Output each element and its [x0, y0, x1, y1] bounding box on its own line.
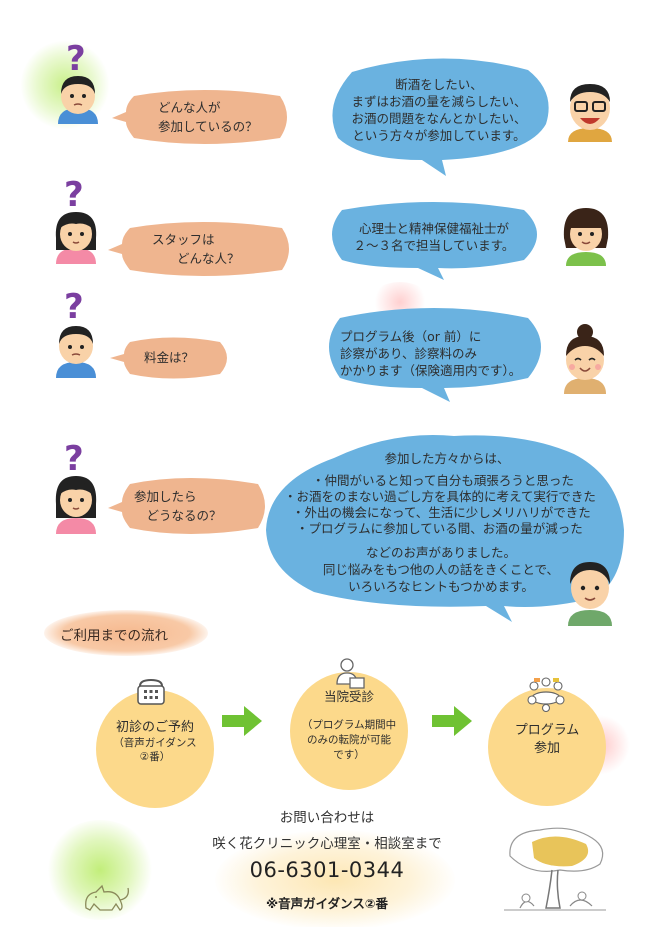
reception-icon [336, 658, 365, 689]
step-sub-1: （音声ガイダンス ②番） [113, 737, 197, 763]
step-label-1: 初診のご予約 [115, 720, 194, 735]
question-text-3: 料金は？ [144, 350, 195, 365]
contact-note: ※音声ガイダンス②番 [266, 896, 388, 911]
flow-section-title: ご利用までの流れ [44, 610, 208, 656]
question-mark-icon: ? [64, 287, 84, 327]
answer-bubble-1: 断酒をしたい、 まずはお酒の量を減らしたい、 お酒の問題をなんとかしたい、 とい… [322, 56, 556, 177]
step-sub-2: （プログラム期間中 のみの転院が可能 です） [301, 719, 397, 761]
question-bubble-3: 料金は？ [110, 336, 230, 380]
step-circle-2 [290, 672, 408, 790]
answer-bubble-3: プログラム後（or 前）に 診察があり、診察料のみ かかります（保険適用内です）… [314, 306, 554, 402]
answer-item: ・プログラムに参加している間、お酒の量が減った [296, 521, 583, 536]
question-bubble-4: 参加したら どうなるの？ [108, 476, 268, 536]
man-glasses-avatar [568, 84, 612, 142]
answer-text-2: 心理士と精神保健福祉士が ２～３名で担当しています。 [353, 221, 515, 253]
girl-avatar-2 [55, 476, 97, 534]
step-circle-1 [96, 690, 214, 808]
answer-item: ・仲間がいると知って自分も頑張ろうと思った [312, 473, 574, 488]
answer-text-3: プログラム後（or 前）に 診察があり、診察料のみ かかります（保険適用内です）… [340, 329, 522, 378]
boy-avatar-2 [56, 326, 96, 378]
answer-item: ・外出の機会になって、生活に少しメリハリができた [292, 505, 591, 520]
question-bubble-1: どんな人が 参加しているの？ [112, 88, 290, 146]
question-text-4: 参加したら どうなるの？ [134, 489, 222, 523]
contact-clinic: 咲く花クリニック心理室・相談室まで [212, 836, 442, 852]
boy-avatar-3 [568, 562, 612, 626]
cat-illustration [85, 884, 129, 911]
woman-bun-avatar [564, 324, 606, 394]
boy-avatar-1 [58, 76, 98, 124]
flow-arrow-1 [222, 706, 262, 740]
question-mark-icon: ? [64, 439, 84, 479]
question-mark-icon: ? [64, 175, 84, 215]
woman-bob-avatar [563, 208, 609, 266]
answer-bubble-4: 参加した方々からは、 ・仲間がいると知って自分も頑張ろうと思った ・お酒をのまな… [264, 430, 630, 622]
step-label-3: プログラム 参加 [514, 723, 580, 756]
flow-arrow-2 [432, 706, 472, 740]
flow-title-text: ご利用までの流れ [60, 628, 168, 644]
step-label-2: 当院受診 [323, 689, 374, 704]
contact-phone: 06-6301-0344 [249, 858, 405, 882]
answer-item: ・お酒をのまない過ごし方を具体的に考えて実行できた [284, 489, 596, 504]
question-text-1: どんな人が 参加しているの？ [158, 100, 258, 134]
answer-bubble-2: 心理士と精神保健福祉士が ２～３名で担当しています。 [318, 200, 550, 280]
question-mark-icon: ? [66, 39, 86, 79]
question-text-2: スタッフは どんな人？ [152, 232, 240, 266]
question-bubble-2: スタッフは どんな人？ [108, 220, 292, 278]
girl-avatar-1 [55, 212, 97, 264]
telephone-icon [137, 678, 165, 705]
answer-outro-4: などのお声がありました。 同じ悩みをもつ他の人の話をきくことで、 いろいろなヒン… [322, 545, 560, 594]
answer-text-1: 断酒をしたい、 まずはお酒の量を減らしたい、 お酒の問題をなんとかしたい、 とい… [351, 77, 527, 143]
contact-intro: お問い合わせは [279, 810, 375, 826]
tree-illustration [504, 827, 606, 911]
answer-intro-4: 参加した方々からは、 [384, 451, 510, 466]
group-meeting-icon [527, 677, 565, 712]
